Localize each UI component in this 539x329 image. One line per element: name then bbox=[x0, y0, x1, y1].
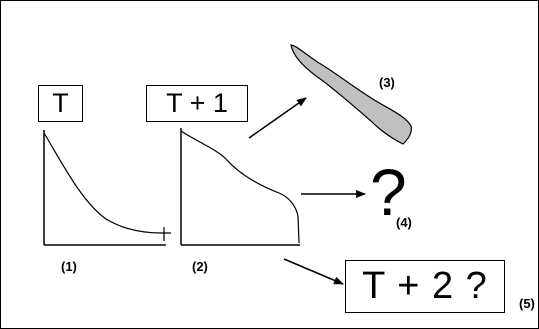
blob-shape bbox=[290, 44, 412, 145]
box-t-plus-2: T + 2 ? bbox=[345, 260, 505, 313]
box-t: T bbox=[38, 85, 83, 122]
arrow-to-t2 bbox=[283, 258, 344, 285]
label-1: (1) bbox=[61, 259, 77, 274]
question-mark: ? bbox=[370, 155, 407, 229]
label-2: (2) bbox=[192, 259, 208, 274]
label-3: (3) bbox=[379, 75, 395, 90]
box-t-plus-1: T + 1 bbox=[146, 85, 248, 122]
box-t-plus-1-text: T + 1 bbox=[166, 88, 228, 118]
arrow-to-blob bbox=[248, 97, 307, 139]
label-5: (5) bbox=[519, 296, 535, 311]
plot-1-curve bbox=[43, 132, 171, 234]
label-4: (4) bbox=[396, 215, 412, 230]
plot-1 bbox=[43, 130, 171, 246]
plot-2-curve bbox=[180, 130, 300, 244]
box-t-text: T bbox=[52, 88, 69, 118]
plot-2 bbox=[180, 128, 300, 246]
box-t-plus-2-text: T + 2 ? bbox=[362, 265, 488, 307]
